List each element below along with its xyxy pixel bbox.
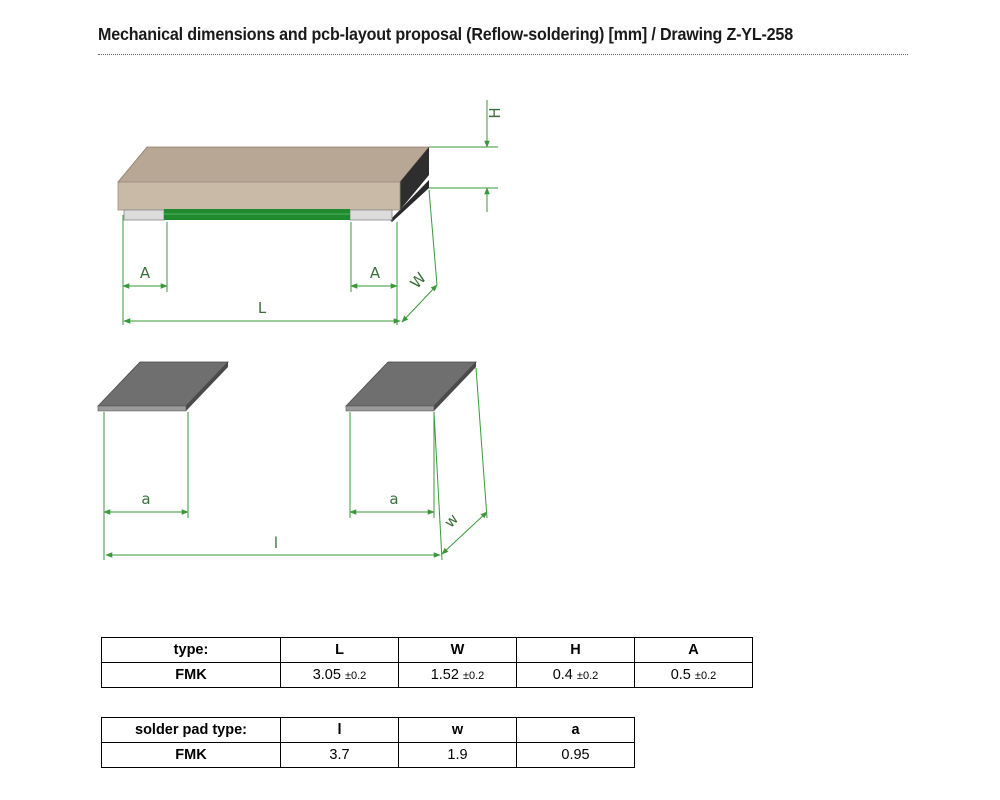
resistive-layer xyxy=(164,209,350,220)
label-a-left: a xyxy=(141,490,150,508)
header-W: W xyxy=(398,637,517,663)
header-type: type: xyxy=(101,637,281,663)
tolerance-W: ±0.2 xyxy=(462,670,485,682)
component-dimensions-table: type: L W H A FMK 3.05 ±0.2 1.52 ±0.2 0.… xyxy=(101,637,753,688)
cell-a: 0.95 xyxy=(516,742,635,768)
dimension-H xyxy=(429,100,498,212)
dimension-w xyxy=(441,367,488,555)
label-W: W xyxy=(407,269,430,292)
table-header-row: solder pad type: l w a xyxy=(101,717,635,743)
cell-A: 0.5 ±0.2 xyxy=(634,662,753,688)
cell-W: 1.52 ±0.2 xyxy=(398,662,517,688)
cell-l: 3.7 xyxy=(280,742,399,768)
row-type: FMK xyxy=(101,662,281,688)
table-row: FMK 3.05 ±0.2 1.52 ±0.2 0.4 ±0.2 0.5 ±0.… xyxy=(101,662,753,688)
dimension-W xyxy=(401,189,438,323)
label-H: H xyxy=(486,107,504,118)
value-L: 3.05 xyxy=(312,667,341,683)
chip-component xyxy=(117,146,430,222)
table-row: FMK 3.7 1.9 0.95 xyxy=(101,742,635,768)
header-w: w xyxy=(398,717,517,743)
label-w: w xyxy=(440,510,462,531)
dimension-A xyxy=(122,215,398,325)
label-A-left: A xyxy=(140,264,151,282)
terminal-left xyxy=(123,209,165,221)
terminal-right xyxy=(349,209,393,221)
table-header-row: type: L W H A xyxy=(101,637,753,663)
label-a-right: a xyxy=(389,490,398,508)
dimension-a xyxy=(103,411,443,561)
label-L: L xyxy=(258,299,267,317)
cell-L: 3.05 ±0.2 xyxy=(280,662,399,688)
solder-pad-table: solder pad type: l w a FMK 3.7 1.9 0.95 xyxy=(101,717,635,768)
label-A-right: A xyxy=(370,264,381,282)
header-L: L xyxy=(280,637,399,663)
label-l: l xyxy=(274,534,278,552)
row-pad-type: FMK xyxy=(101,742,281,768)
page-title: Mechanical dimensions and pcb-layout pro… xyxy=(98,24,793,44)
value-A: 0.5 xyxy=(670,667,691,683)
dimension-drawing: H A A W L a a xyxy=(97,100,504,561)
component-side-face xyxy=(400,147,429,210)
solder-pad-right xyxy=(345,361,477,412)
value-H: 0.4 xyxy=(552,667,573,683)
tolerance-H: ±0.2 xyxy=(576,670,599,682)
component-top-face xyxy=(117,146,430,183)
header-H: H xyxy=(516,637,635,663)
tolerance-L: ±0.2 xyxy=(344,670,367,682)
cell-w: 1.9 xyxy=(398,742,517,768)
cell-H: 0.4 ±0.2 xyxy=(516,662,635,688)
header-l: l xyxy=(280,717,399,743)
title-underline xyxy=(98,54,908,55)
header-pad-type: solder pad type: xyxy=(101,717,281,743)
header-A: A xyxy=(634,637,753,663)
header-a: a xyxy=(516,717,635,743)
value-W: 1.52 xyxy=(430,667,459,683)
component-front-face xyxy=(117,181,401,211)
solder-pad-left xyxy=(97,361,229,412)
tolerance-A: ±0.2 xyxy=(694,670,717,682)
